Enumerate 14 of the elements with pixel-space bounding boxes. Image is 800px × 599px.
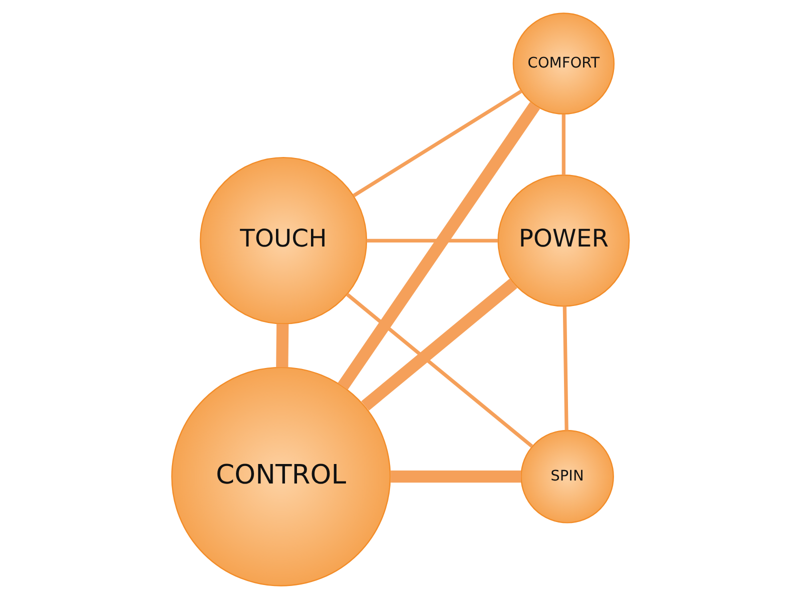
connector (345, 292, 533, 448)
connector (337, 102, 540, 390)
connector (276, 324, 288, 368)
connector (562, 306, 568, 430)
node-circle: COMFORT (512, 12, 614, 115)
connector (366, 238, 498, 242)
connector (561, 114, 565, 176)
connector (390, 470, 521, 483)
node-circle: SPIN (520, 430, 614, 524)
node-circle: TOUCH (199, 156, 367, 324)
node-circle: CONTROL (170, 366, 390, 586)
connector (352, 90, 522, 198)
connector (360, 278, 517, 411)
node-circle: POWER (497, 174, 630, 307)
